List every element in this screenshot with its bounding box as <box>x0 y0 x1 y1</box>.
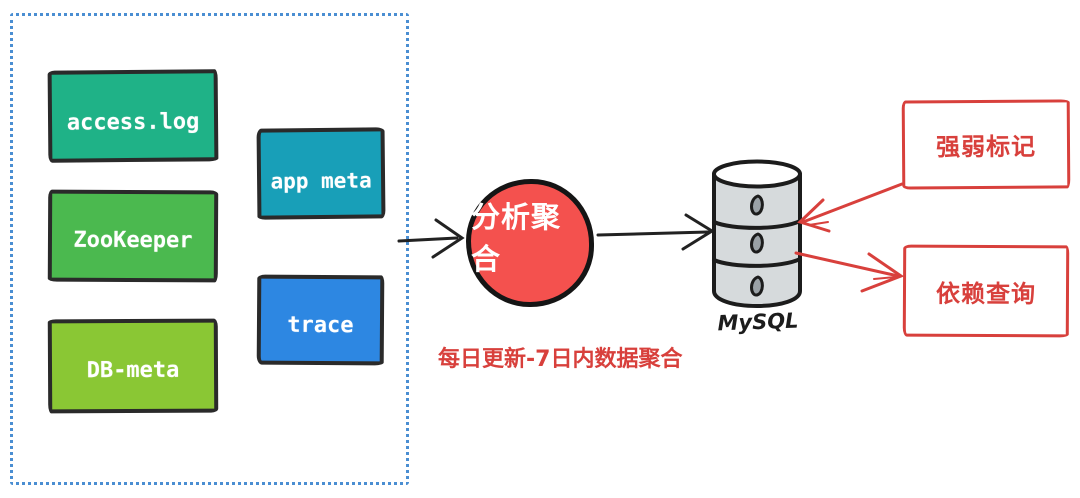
source-box-access-log: access.log <box>47 69 219 163</box>
arrow-mysql-to-dependency-query <box>794 251 905 293</box>
source-label-db-meta: DB-meta <box>86 357 180 383</box>
aggregator-node: 分析聚合 <box>466 179 594 307</box>
source-box-zookeeper: ZooKeeper <box>47 189 219 283</box>
source-label-trace: trace <box>287 312 354 338</box>
output-label-dependency-query: 依赖查询 <box>935 279 1037 308</box>
aggregator-label: 分析聚合 <box>471 200 562 276</box>
mysql-label: MySQL <box>717 308 799 336</box>
aggregator-note: 每日更新-7日内数据聚合 <box>438 347 683 372</box>
mysql-database-icon <box>712 159 802 308</box>
output-label-strong-weak-mark: 强弱标记 <box>935 132 1037 162</box>
source-box-app-meta: app meta <box>256 127 386 220</box>
source-label-app-meta: app meta <box>270 167 372 194</box>
source-box-db-meta: DB-meta <box>47 318 219 414</box>
output-box-strong-weak-mark: 强弱标记 <box>901 99 1071 190</box>
source-label-access-log: access.log <box>66 108 200 136</box>
source-label-zookeeper: ZooKeeper <box>73 227 193 253</box>
output-box-dependency-query: 依赖查询 <box>902 244 1070 338</box>
arrow-strong-weak-to-mysql <box>797 182 904 233</box>
source-box-trace: trace <box>256 274 385 366</box>
data-sources-group <box>10 13 409 485</box>
arrow-aggregator-to-mysql <box>596 213 715 251</box>
